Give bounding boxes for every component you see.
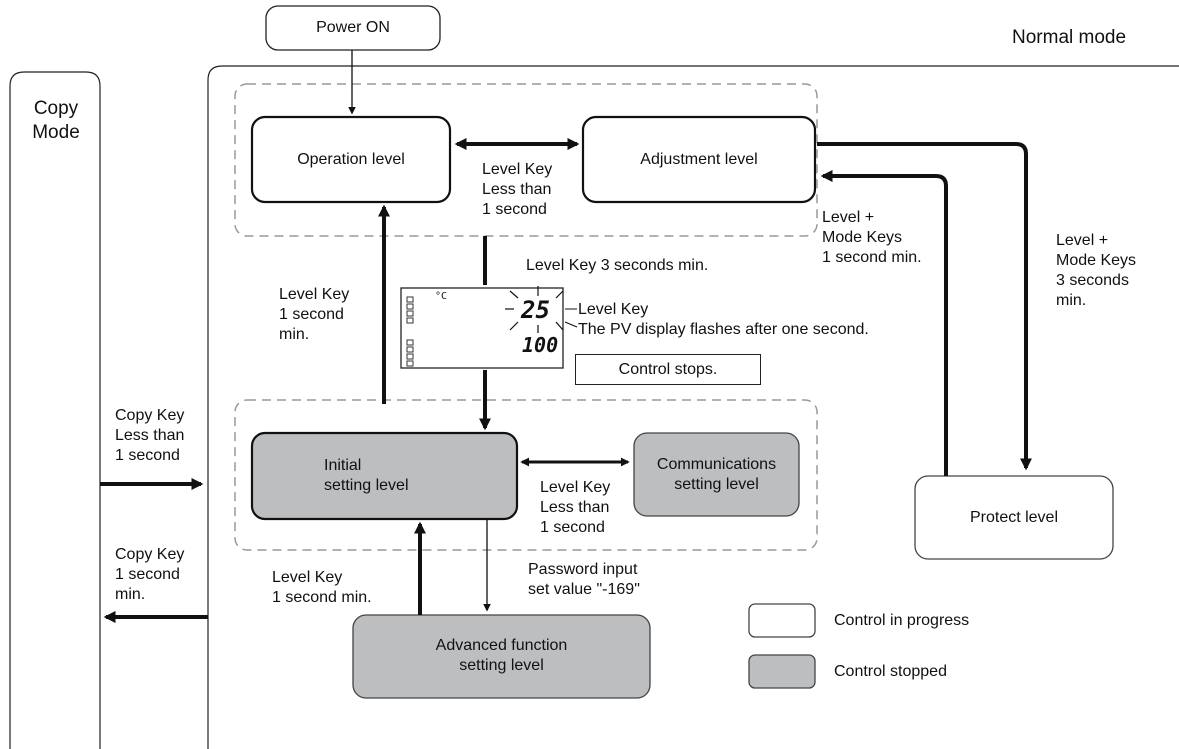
display-unit: °C <box>435 291 448 302</box>
init-to-op-edge-label: Level Key 1 second min. <box>279 286 350 343</box>
flash-rays-icon <box>505 286 564 333</box>
lower-level-group <box>234 399 818 551</box>
initial-setting-level-label: Initial setting level <box>324 457 409 494</box>
copy-out-edge-label: Copy Key 1 second min. <box>115 546 185 603</box>
copy-in-edge-label: Copy Key Less than 1 second <box>115 407 185 464</box>
adjustment-level-box <box>581 115 817 204</box>
display-pv-value: 25 <box>521 296 550 324</box>
normal-mode-frame <box>207 65 1179 749</box>
level-key-3s-label: Level Key 3 seconds min. <box>526 257 709 274</box>
operation-level-box <box>250 115 452 204</box>
upper-level-group <box>234 83 818 237</box>
power-on-label: Power ON <box>316 19 390 36</box>
control-stops-label: Control stops. <box>618 360 718 378</box>
protect-level-label: Protect level <box>969 509 1059 526</box>
control-stops-box: Control stops. <box>575 354 761 385</box>
level-key-flash-label: Level Key The PV display flashes after o… <box>578 301 869 338</box>
edge-adjustment-to-protect <box>817 142 1032 471</box>
legend-stopped-swatch <box>748 654 816 689</box>
controller-display <box>400 286 578 369</box>
communications-setting-level-box <box>633 432 800 517</box>
advanced-function-setting-level-label: Advanced function setting level <box>435 637 568 674</box>
legend-stopped-label: Control stopped <box>834 663 947 680</box>
to-protect-edge-label: Level + Mode Keys 3 seconds min. <box>1056 232 1137 309</box>
advanced-function-setting-level-box <box>352 614 651 699</box>
adv-to-init-edge-label: Level Key 1 second min. <box>272 569 372 606</box>
copy-mode-frame <box>9 71 101 749</box>
initial-setting-level-box <box>250 431 519 521</box>
protect-level-box <box>914 475 1114 560</box>
legend-in-progress-swatch <box>748 603 816 638</box>
communications-setting-level-label: Communications setting level <box>656 456 777 493</box>
normal-mode-label: Normal mode <box>1012 27 1127 48</box>
edge-protect-to-adjustment <box>820 170 948 476</box>
from-protect-edge-label: Level + Mode Keys 1 second min. <box>822 209 922 266</box>
adjustment-level-label: Adjustment level <box>640 151 758 168</box>
init-comm-edge-label: Level Key Less than 1 second <box>540 479 611 536</box>
password-edge-label: Password input set value "-169" <box>528 561 640 598</box>
op-adj-edge-label: Level Key Less than 1 second <box>482 161 553 218</box>
power-on-box <box>265 5 441 51</box>
legend-in-progress-label: Control in progress <box>834 612 970 629</box>
copy-mode-label: Copy Mode <box>32 98 80 143</box>
display-sv-value: 100 <box>522 333 559 357</box>
operation-level-label: Operation level <box>297 151 405 168</box>
